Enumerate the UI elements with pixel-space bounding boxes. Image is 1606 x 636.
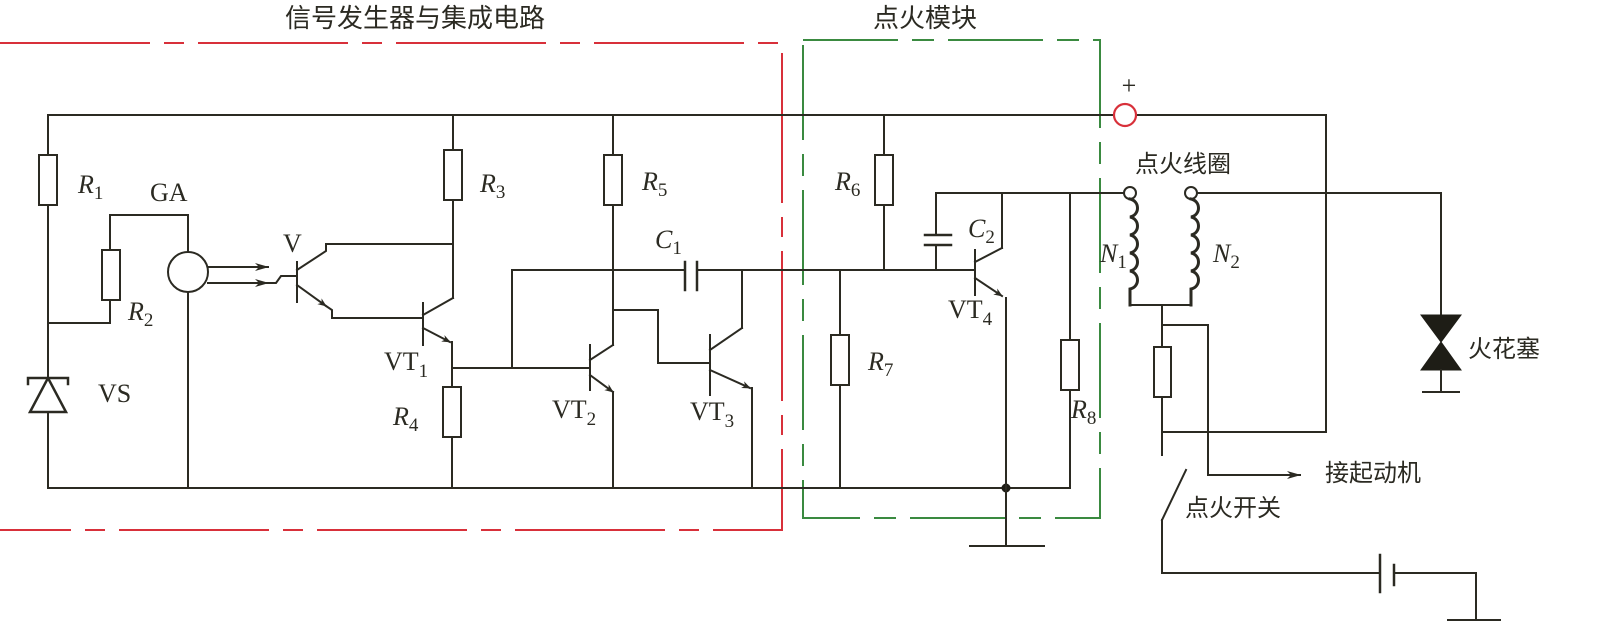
c1-left-wire xyxy=(511,269,661,369)
ignition-module-boundary xyxy=(802,39,1101,519)
transistor-vt3 xyxy=(708,269,753,489)
transistor-vt4 xyxy=(973,192,1007,489)
vt2-label: VT2 xyxy=(552,395,596,430)
r3-label: R3 xyxy=(479,169,505,203)
ignition-switch-label: 点火开关 xyxy=(1185,494,1281,522)
r2-label: R2 xyxy=(127,297,153,331)
spark-plug-wire xyxy=(1196,192,1442,316)
spark-plug-label: 火花塞 xyxy=(1468,335,1540,363)
vt3-base-wire xyxy=(612,309,711,364)
capacitor-c1 xyxy=(659,260,976,292)
r2-ga-wire xyxy=(47,214,189,324)
phototransistor-v xyxy=(269,243,454,319)
n2-label: N2 xyxy=(1212,239,1240,273)
signal-generator-ga xyxy=(167,251,209,293)
resistor-r4 xyxy=(442,386,462,438)
vs-label: VS xyxy=(98,379,131,408)
starter-bypass-wire xyxy=(1161,324,1301,479)
battery-wire xyxy=(1161,519,1381,574)
r6-label: R6 xyxy=(834,167,860,201)
ignition-module-title: 点火模块 xyxy=(873,4,977,34)
r5-label: R5 xyxy=(641,167,667,201)
resistor-r3 xyxy=(443,149,463,201)
primary-winding-n1 xyxy=(1128,197,1139,307)
c2-label: C2 xyxy=(968,214,995,248)
secondary-winding-n2 xyxy=(1189,197,1200,307)
r4-label: R4 xyxy=(392,402,419,436)
r7-label: R7 xyxy=(867,347,893,381)
vt4-label: VT4 xyxy=(948,295,993,330)
resistor-r8 xyxy=(1060,339,1080,391)
signal-generator-title: 信号发生器与集成电路 xyxy=(285,4,545,34)
n1-label: N1 xyxy=(1099,239,1127,273)
signal-generator-boundary xyxy=(0,42,783,531)
c1-label: C1 xyxy=(655,225,682,259)
v-label: V xyxy=(283,229,302,258)
vt3-label: VT3 xyxy=(690,397,734,432)
ignition-coil-label: 点火线圈 xyxy=(1135,150,1231,178)
ga-label: GA xyxy=(150,178,188,207)
resistor-r1 xyxy=(38,154,58,206)
capacitor-c2 xyxy=(923,192,1131,271)
coil-secondary-terminal xyxy=(1184,186,1198,200)
ignition-switch[interactable] xyxy=(1160,468,1188,522)
transistor-vt2 xyxy=(588,343,615,489)
to-starter-label: 接起动机 xyxy=(1325,459,1421,487)
resistor-r5 xyxy=(603,154,623,206)
spark-plug-icon xyxy=(1420,314,1462,393)
positive-terminal-label: + xyxy=(1122,71,1137,100)
r1-label: R1 xyxy=(77,170,103,204)
coil-primary-terminal xyxy=(1123,186,1137,200)
resistor-r6 xyxy=(874,154,894,206)
positive-terminal xyxy=(1112,102,1138,128)
vt1-label: VT1 xyxy=(384,347,428,382)
battery-icon xyxy=(1378,553,1501,621)
zener-diode-vs xyxy=(26,375,70,414)
resistor-r2 xyxy=(101,249,121,301)
resistor-r7 xyxy=(830,334,850,386)
ballast-resistor xyxy=(1153,346,1172,398)
positive-rail xyxy=(47,114,1327,433)
r8-label: R8 xyxy=(1070,395,1096,429)
